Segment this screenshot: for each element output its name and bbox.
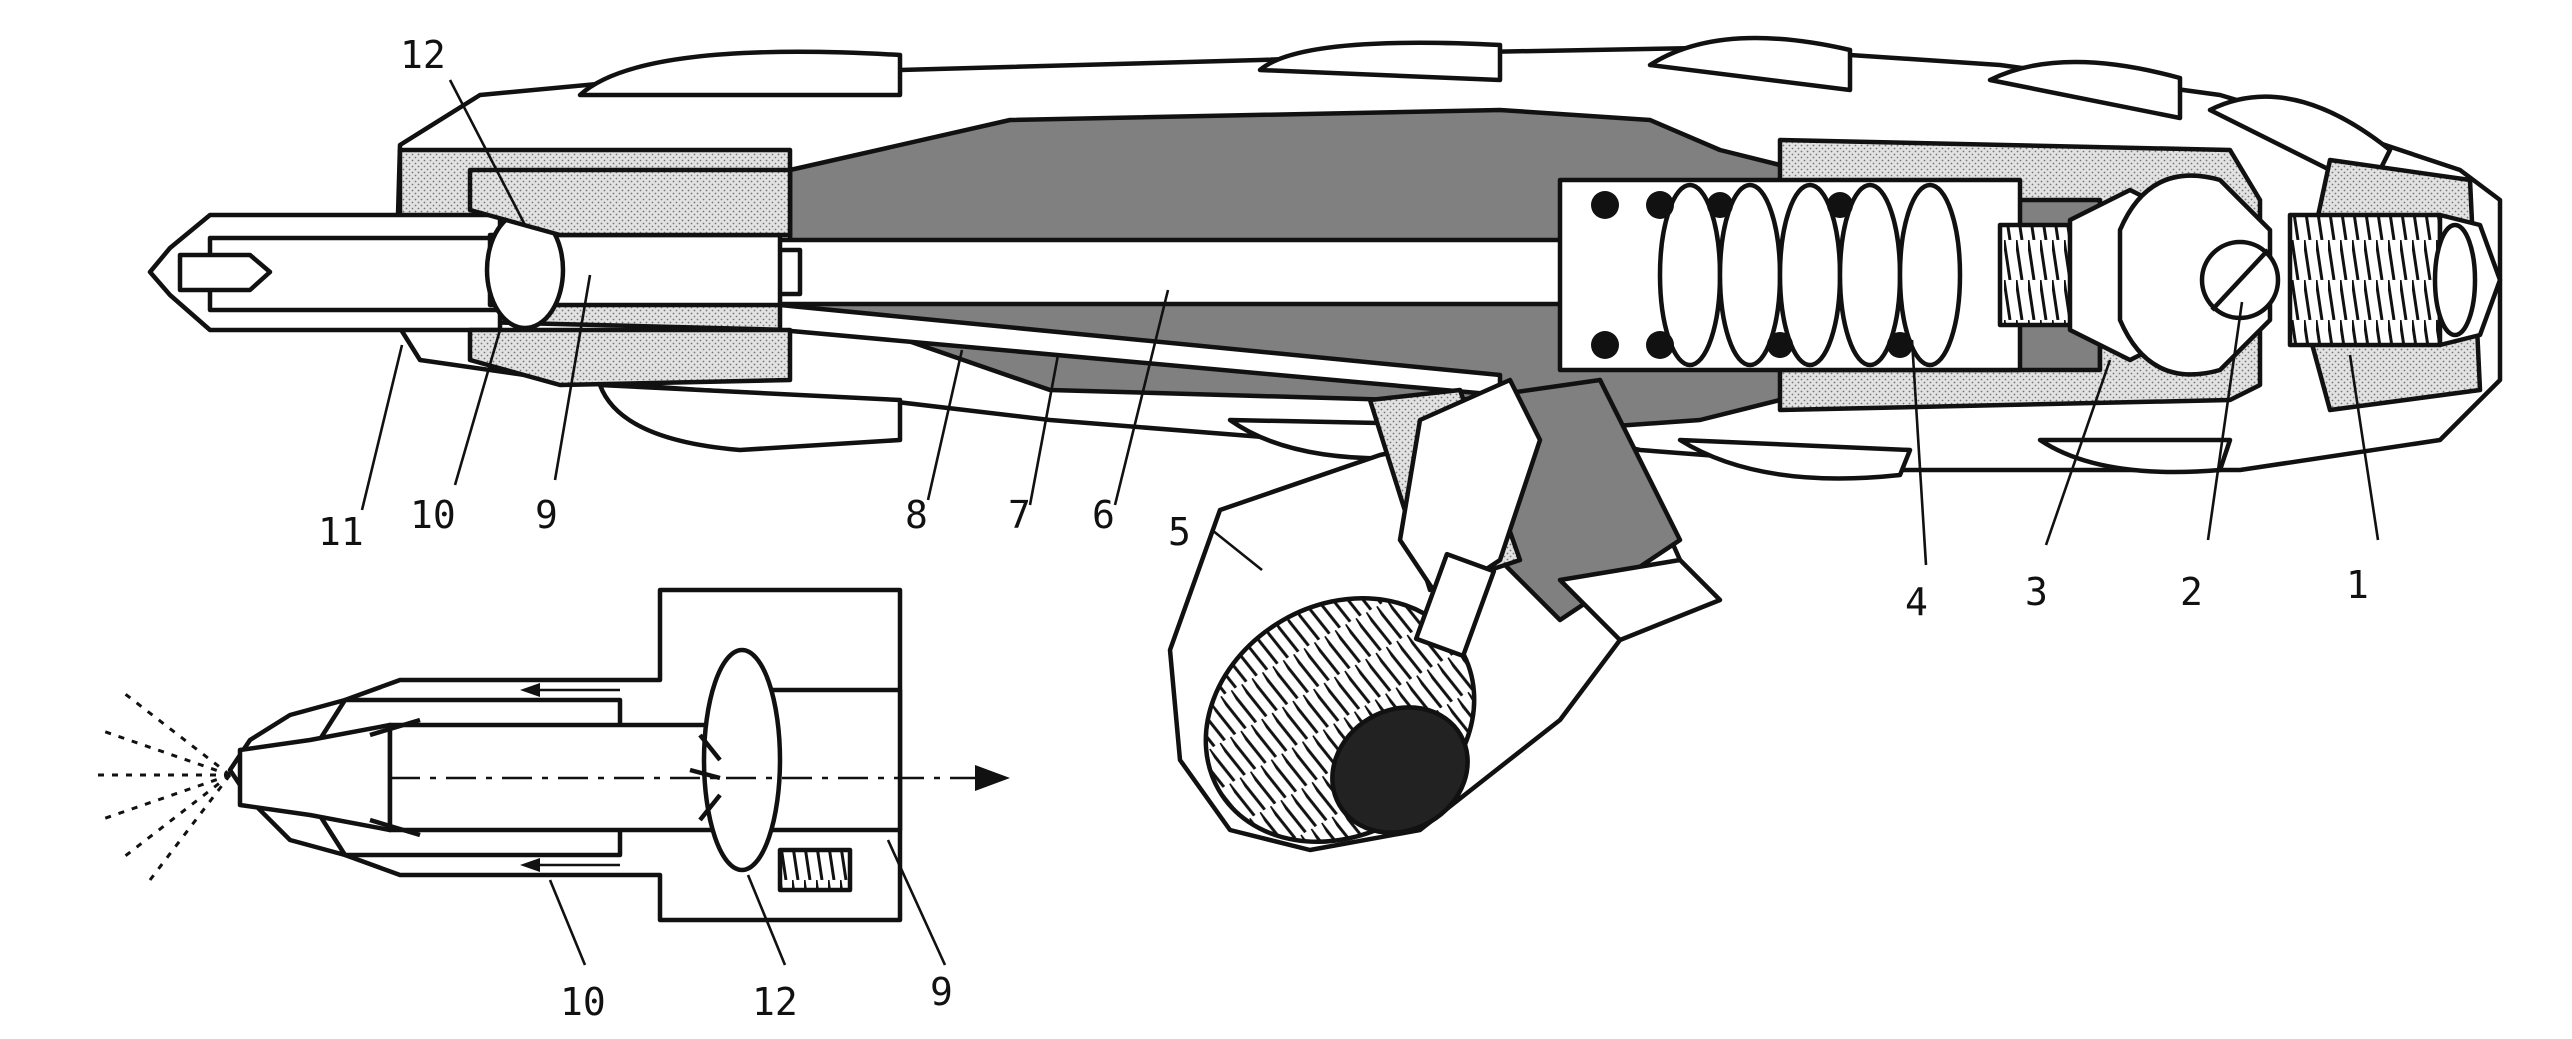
label-11: 11 [318, 510, 364, 554]
part-labels: 1 2 3 4 5 6 7 8 9 10 11 12 9 10 12 [318, 33, 2369, 1024]
label-12: 12 [400, 33, 446, 77]
nozzle [147, 167, 793, 388]
spring [1557, 177, 2123, 373]
label-9: 9 [535, 493, 558, 537]
label-2: 2 [2180, 570, 2203, 614]
lock-nut [2067, 173, 2281, 377]
fuel-spray [95, 688, 232, 881]
label-5: 5 [1168, 510, 1191, 554]
label-3: 3 [2025, 570, 2048, 614]
detail-label-12: 12 [752, 980, 798, 1024]
label-1: 1 [2346, 563, 2369, 607]
label-4: 4 [1905, 580, 1928, 624]
label-10: 10 [410, 493, 456, 537]
inlet-connector [2287, 212, 2503, 348]
nozzle-detail [95, 587, 1010, 923]
label-8: 8 [905, 493, 928, 537]
leader-lines [360, 79, 2380, 966]
label-7: 7 [1008, 493, 1031, 537]
detail-label-9: 9 [930, 970, 953, 1014]
label-6: 6 [1092, 493, 1115, 537]
leak-off-fitting [1167, 377, 1723, 853]
detail-label-10: 10 [560, 980, 606, 1024]
